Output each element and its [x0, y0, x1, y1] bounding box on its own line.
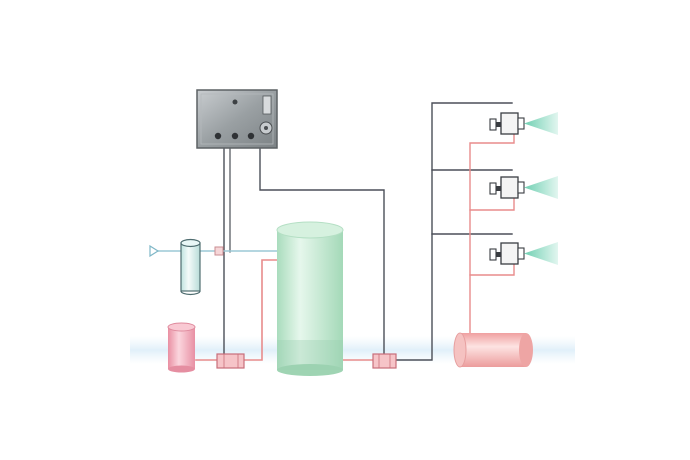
storage-tank-icon — [276, 221, 344, 376]
air-line-junction — [214, 246, 224, 256]
control-panel-knob-1[interactable] — [214, 132, 222, 140]
air-filter-cylinder-icon — [180, 238, 201, 296]
control-panel-knob-3[interactable] — [247, 132, 255, 140]
manifold-line — [394, 102, 513, 361]
signal-line-valve-b — [259, 147, 385, 361]
hot-line-to-main-tank — [243, 259, 279, 361]
hot-line-nozzle-1 — [469, 127, 515, 334]
valve-a[interactable] — [216, 353, 245, 369]
small-tank-icon — [167, 322, 196, 373]
spray-nozzle-icon[interactable] — [489, 176, 558, 199]
storage-tank-liquid — [277, 340, 343, 370]
control-panel-indicator — [232, 99, 238, 105]
spray-mist-3 — [524, 242, 558, 265]
air-inlet-arrow-icon — [149, 244, 160, 258]
valve-block-icon[interactable] — [216, 353, 245, 369]
piping — [157, 102, 515, 361]
spray-nozzle-icon[interactable] — [489, 112, 558, 135]
spray-nozzle-icon[interactable] — [489, 242, 558, 265]
hot-line-nozzle-3 — [469, 261, 515, 276]
control-panel-bezel — [200, 93, 274, 145]
control-panel-icon[interactable] — [196, 89, 278, 149]
spray-mist-1 — [524, 112, 558, 135]
control-panel-switch[interactable] — [262, 95, 272, 115]
control-panel-dial-center — [264, 126, 268, 130]
control-panel-knob-2[interactable] — [231, 132, 239, 140]
hot-line-nozzle-2 — [469, 195, 515, 211]
horizontal-vessel-icon — [453, 332, 533, 368]
valve-block-icon[interactable] — [372, 353, 397, 369]
valve-b[interactable] — [372, 353, 397, 369]
spray-mist-2 — [524, 176, 558, 199]
